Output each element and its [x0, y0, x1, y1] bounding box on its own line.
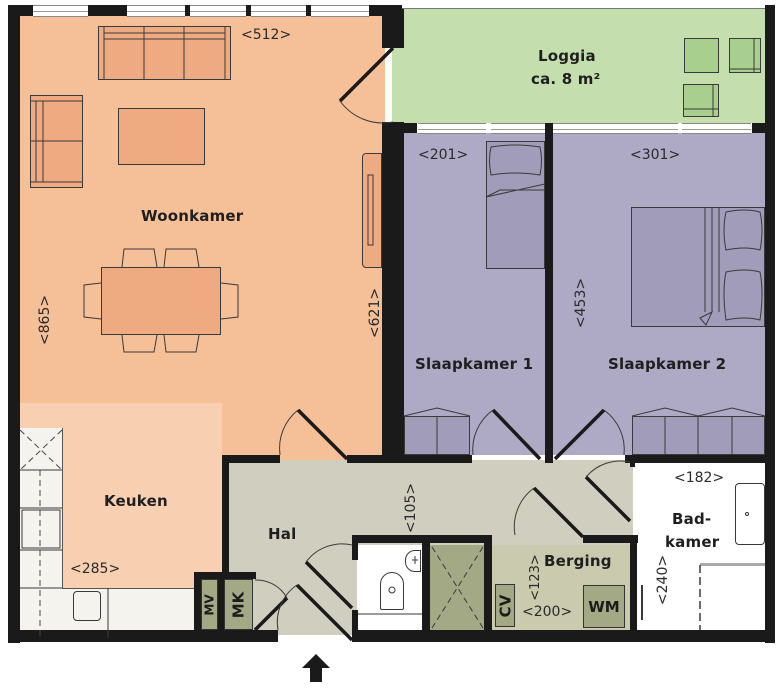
dim-slaapkamer-2-width: <301>: [630, 147, 681, 163]
wardrobe-bed1: [404, 416, 470, 455]
label-keuken: Keuken: [104, 492, 168, 510]
shower-rail: [700, 563, 765, 566]
dim-badkamer-width: <182>: [674, 470, 725, 486]
room-meterkast: [430, 545, 485, 630]
wall-mv-left: [194, 572, 201, 640]
sofa-three-seat: [98, 26, 231, 80]
dim-hal: <105>: [403, 482, 420, 534]
window-bed1-1: [418, 123, 486, 134]
double-bed: [631, 207, 765, 327]
fixture-cv: CV: [495, 584, 515, 627]
tv-cabinet: [362, 153, 382, 268]
fixture-mv-label: MV: [202, 593, 217, 616]
label-badkamer-2: kamer: [665, 533, 720, 551]
loggia-railing: [402, 5, 765, 9]
bathroom-sink: [735, 483, 765, 545]
dim-slaapkamer-1-width: <201>: [418, 147, 469, 163]
fixture-wm: WM: [583, 585, 625, 628]
wall-berging-right: [630, 535, 637, 640]
wall-badkamer-left: [630, 455, 635, 467]
wall-living-right: [382, 122, 404, 460]
wall-loggia-bottom-left: [392, 123, 417, 133]
label-slaapkamer-2: Slaapkamer 2: [608, 355, 727, 373]
window-living-5: [311, 5, 369, 17]
sofa-two-seat: [30, 95, 83, 188]
label-slaapkamer-1: Slaapkamer 1: [415, 355, 534, 373]
dim-slaapkamer-2-height: <453>: [573, 277, 590, 329]
label-badkamer-1: Bad-: [672, 510, 712, 528]
wall-hal-top-left: [222, 455, 280, 463]
wall-hal-left: [222, 455, 229, 585]
label-loggia: Loggia: [538, 47, 596, 65]
wall-meterkast-right: [484, 535, 492, 640]
dim-woonkamer-inner: <621>: [367, 287, 384, 339]
window-living-3: [190, 5, 246, 17]
wall-bottom-right: [352, 630, 775, 642]
dim-berging-width: <200>: [522, 604, 573, 620]
dim-berging-height: <123>: [527, 554, 543, 601]
label-loggia-area: ca. 8 m²: [531, 70, 601, 88]
single-bed: [486, 141, 545, 269]
wall-left: [8, 5, 20, 643]
fixture-mk-label: MK: [229, 591, 248, 618]
wall-toilet-right: [422, 535, 430, 640]
window-bed2-1: [553, 123, 678, 134]
wall-berging-top-right: [583, 535, 638, 543]
coffee-table: [118, 108, 205, 165]
wall-toilet-left: [352, 535, 358, 560]
loggia-chair-2: [683, 84, 719, 117]
kitchen-counter: [20, 428, 63, 638]
toilet-bowl: [380, 572, 404, 610]
room-woonkamer: [20, 15, 385, 460]
dim-keuken-width: <285>: [70, 561, 121, 577]
wall-hal-top-right: [625, 455, 765, 463]
window-living-2: [127, 5, 185, 17]
wall-hal-top-mid: [347, 455, 472, 463]
wall-right: [765, 5, 775, 643]
wall-loggia-bottom-right: [752, 123, 772, 133]
fixture-mv: MV: [201, 579, 218, 630]
loggia-chair-1: [729, 38, 761, 73]
kitchen-sink: [73, 591, 101, 621]
label-woonkamer: Woonkamer: [141, 207, 244, 225]
handbasin: [405, 550, 421, 572]
dim-woonkamer-height: <865>: [37, 294, 54, 346]
dim-badkamer-height: <240>: [655, 554, 672, 606]
wall-bottom-left: [8, 630, 278, 642]
wall-mv-mk-divider: [218, 572, 224, 640]
fixture-cv-label: CV: [496, 594, 514, 617]
window-bed1-2: [491, 123, 545, 134]
window-living-1: [33, 5, 88, 17]
wall-living-right-upper: [382, 5, 404, 48]
wall-mv-mk-top: [194, 572, 256, 579]
window-bed2-2: [682, 123, 751, 134]
window-living-4: [251, 5, 306, 17]
label-hal: Hal: [268, 525, 297, 543]
dining-table: [101, 267, 221, 335]
loggia-table: [684, 38, 719, 73]
label-berging: Berging: [544, 552, 612, 570]
wall-bedrooms-divider: [545, 123, 553, 463]
fixture-wm-label: WM: [588, 597, 620, 616]
wardrobe-bed2: [632, 416, 765, 455]
dim-woonkamer-width: <512>: [241, 27, 292, 43]
wall-toilet-left-lower: [352, 610, 358, 640]
fixture-mk: MK: [224, 579, 253, 630]
entrance-arrow-icon: [302, 654, 330, 682]
wall-toilet-top: [352, 535, 489, 543]
